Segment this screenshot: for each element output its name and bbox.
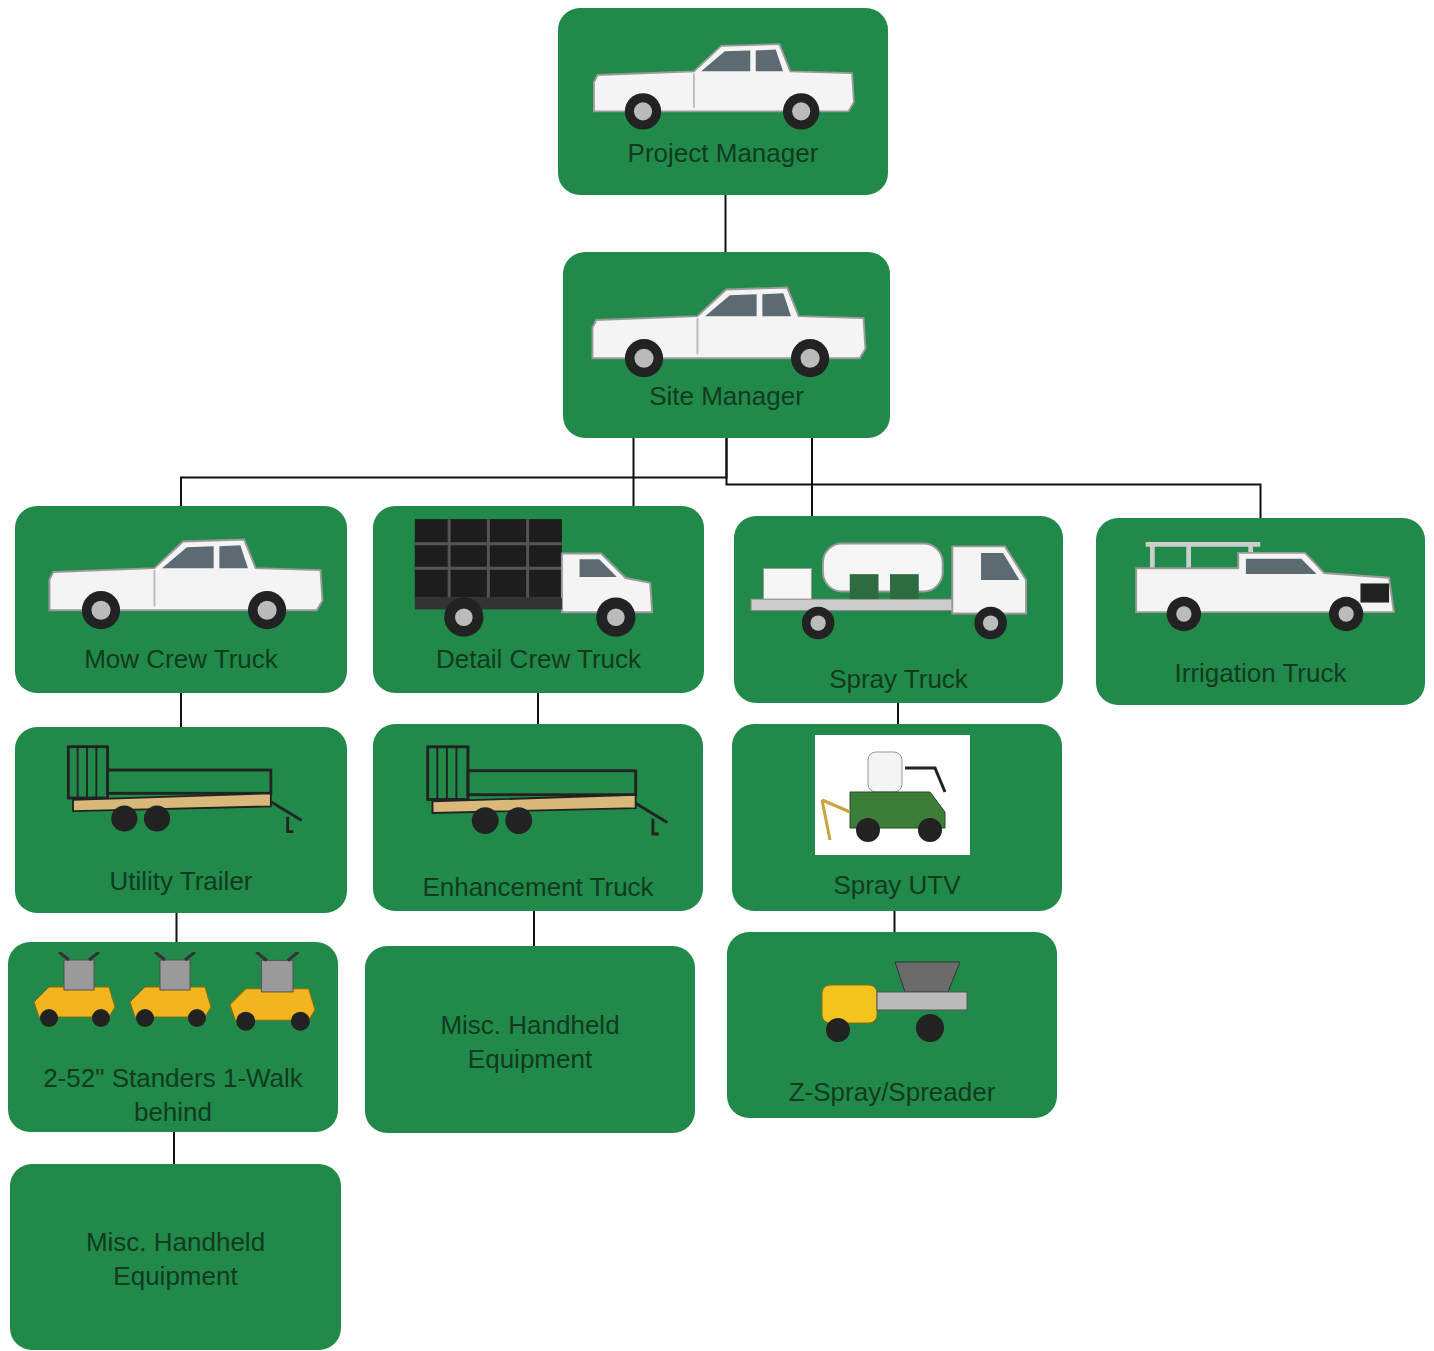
tree-connector — [176, 913, 178, 942]
pickup-truck — [594, 44, 854, 129]
vehicle-box: Project Manager — [558, 8, 888, 195]
vehicle-box: 2-52" Standers 1-Walk behind — [8, 942, 338, 1132]
vehicle-box: Enhancement Truck — [373, 724, 703, 911]
vehicle-box: Irrigation Truck — [1096, 518, 1425, 705]
vehicle-box: Spray Truck — [734, 516, 1063, 703]
utv-wheel — [856, 818, 880, 842]
box-label: 2-52" Standers 1-Walk behind — [43, 1062, 303, 1130]
z-spray-machine — [822, 962, 967, 1042]
box-label: Detail Crew Truck — [436, 643, 641, 677]
tree-connector — [173, 1132, 175, 1164]
box-label: Utility Trailer — [109, 865, 252, 899]
machine-wheel — [916, 1014, 944, 1042]
tree-connector — [533, 911, 535, 946]
tree-connector — [633, 438, 635, 506]
vehicle-box: Utility Trailer — [15, 727, 347, 913]
tree-connector — [897, 703, 899, 724]
tree-connector — [894, 911, 896, 932]
vehicle-box: Mow Crew Truck — [15, 506, 347, 693]
spreader-hopper — [895, 962, 960, 992]
spray-utv — [815, 735, 970, 855]
utv-body — [850, 792, 945, 828]
photo-ground — [815, 735, 970, 855]
vehicle-box: Misc. Handheld Equipment — [10, 1164, 341, 1350]
machine-frame — [877, 992, 967, 1010]
spray-boom — [822, 800, 850, 840]
machine-wheel — [826, 1018, 850, 1042]
box-label: Site Manager — [649, 380, 804, 414]
box-label: Mow Crew Truck — [84, 643, 278, 677]
stander-mower — [130, 952, 211, 1027]
utv-roll-bar — [905, 768, 945, 792]
vehicle-box: Z-Spray/Spreader — [727, 932, 1057, 1118]
walk-behind-mower — [230, 952, 315, 1031]
vehicle-box: Misc. Handheld Equipment — [365, 946, 695, 1133]
tree-connector — [180, 693, 182, 727]
pickup-truck — [592, 288, 865, 378]
utility-trailer — [428, 747, 668, 834]
tree-connector — [811, 438, 813, 516]
utv-tank — [868, 752, 902, 792]
box-label: Spray UTV — [833, 869, 960, 903]
box-label: Spray Truck — [829, 663, 968, 697]
tree-connector — [725, 195, 727, 252]
box-label: Misc. Handheld Equipment — [56, 1226, 296, 1294]
box-label: Z-Spray/Spreader — [789, 1076, 996, 1110]
stake-truck — [415, 519, 652, 637]
box-label: Misc. Handheld Equipment — [410, 1009, 650, 1077]
tree-connector — [537, 693, 539, 724]
vehicle-box: Site Manager — [563, 252, 890, 438]
tree-connector — [727, 438, 1261, 518]
vehicle-box: Spray UTV — [732, 724, 1062, 911]
irrigation-truck — [1136, 544, 1394, 631]
box-label: Project Manager — [628, 137, 819, 171]
tree-connector — [181, 438, 727, 506]
utility-trailer — [68, 747, 301, 832]
stander-mower — [34, 952, 115, 1027]
spray-tank — [822, 985, 877, 1023]
vehicle-box: Detail Crew Truck — [373, 506, 704, 693]
spray-truck — [751, 544, 1026, 640]
box-label: Enhancement Truck — [422, 871, 653, 905]
pickup-truck — [49, 540, 322, 630]
utv-wheel — [918, 818, 942, 842]
box-label: Irrigation Truck — [1175, 657, 1347, 691]
